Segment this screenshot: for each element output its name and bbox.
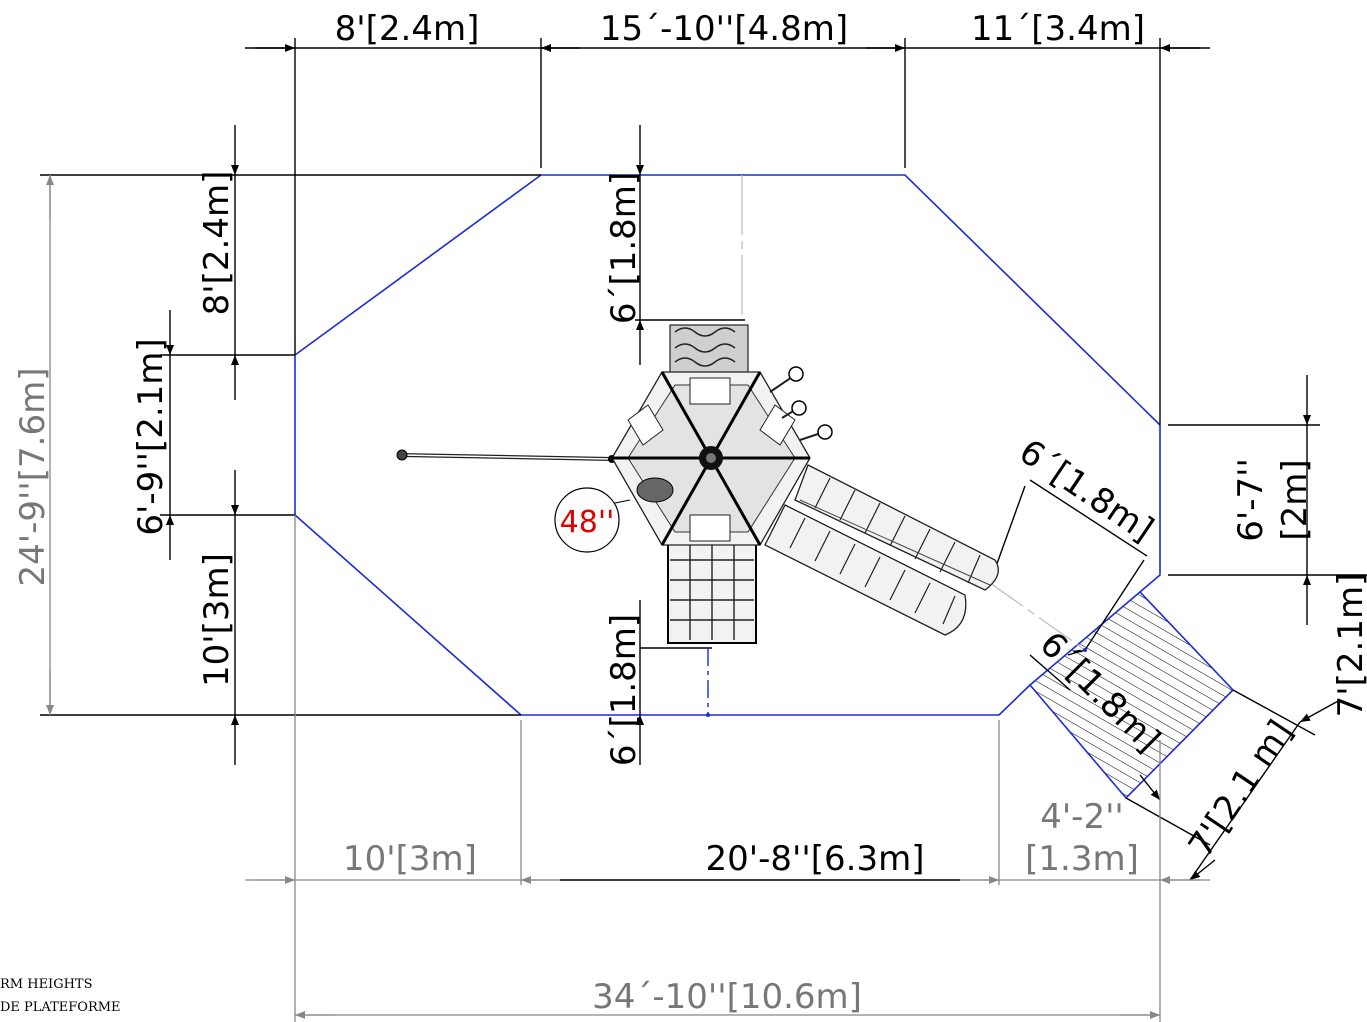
- dim-top-mid: 15´-10''[4.8m]: [600, 9, 848, 49]
- dim-overall-height: 24'-9''[7.6m]: [13, 368, 53, 587]
- center-dimension-lines: [635, 125, 745, 765]
- dim-right-upper-a: 6'-7'': [1231, 458, 1271, 542]
- dim-bottom-left: 10'[3m]: [343, 839, 477, 879]
- note-platform-heights-fr: DE PLATEFORME: [0, 1000, 121, 1015]
- zone-marker-dot: [1083, 648, 1087, 652]
- dim-left-lower: 10'[3m]: [197, 553, 237, 687]
- panel-poles: [769, 366, 833, 441]
- platform-height-badge: 48'': [554, 487, 631, 553]
- right-dimension-lines: [1168, 375, 1367, 625]
- zone-marker-dot: [706, 713, 710, 717]
- dim-slide-exit: 6´[1.8m]: [1012, 432, 1161, 550]
- dim-top-right: 11´[3.4m]: [971, 9, 1145, 49]
- left-dimension-lines: [40, 125, 541, 765]
- play-structure: [396, 324, 999, 644]
- dim-bottom-right-b: [1.3m]: [1025, 839, 1139, 879]
- bottom-climbing-net: [667, 539, 757, 644]
- hexagon-deck: [611, 371, 811, 546]
- dim-top-left: 8'[2.4m]: [335, 9, 480, 49]
- top-dimension-lines: [245, 38, 1210, 425]
- use-zone-outline: [294, 174, 1161, 716]
- dim-center-bottom: 6´[1.8m]: [604, 614, 644, 766]
- bottom-dimension-lines: [245, 515, 1210, 1022]
- dim-left-mid: 6'-9''[2.1m]: [131, 338, 171, 535]
- dim-bottom-right-a: 4'-2'': [1040, 797, 1124, 837]
- note-platform-heights-en: RM HEIGHTS: [0, 977, 93, 992]
- top-climber: [669, 324, 749, 374]
- dim-center-top: 6´[1.8m]: [604, 172, 644, 324]
- dim-right-upper-b: [2m]: [1275, 459, 1315, 540]
- dim-bottom-mid: 20'-8''[6.3m]: [706, 839, 925, 879]
- platform-height-label: 48'': [560, 505, 615, 540]
- dim-left-upper: 8'[2.4m]: [197, 171, 237, 316]
- tube-slides: [764, 464, 999, 636]
- dim-exit-zone-length: 7'[2.1 m]: [1181, 713, 1301, 864]
- dim-right-lower: 7'[2.1m]: [1331, 573, 1367, 718]
- dim-overall-width: 34´-10''[10.6m]: [592, 977, 862, 1017]
